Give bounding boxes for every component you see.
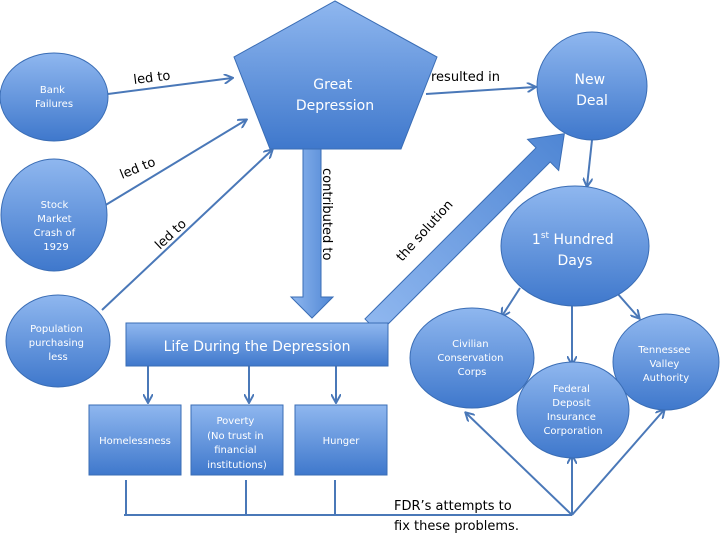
node-new-deal-label: New Deal [575,72,610,109]
node-life-during-depression [125,322,389,367]
node-stock-market-crash [0,158,108,272]
node-population-purchasing [5,294,111,388]
connector-fdr-to-ccc [466,413,573,516]
edge-label-contributed-to: contributed to [319,168,334,260]
node-hunger-label: Hunger [323,436,361,447]
node-poverty-label: Poverty (No trust in financial instituti… [207,416,267,471]
connector-stock-to-depression [103,120,246,207]
node-bank-failures [0,52,109,142]
edge-label-stock-led-to: led to [118,155,158,183]
edge-label-bank-led-to: led to [133,69,172,88]
connector-hundred-days-to-ccc [502,287,521,316]
node-homelessness-label: Homelessness [99,436,171,447]
node-hunger [294,404,388,476]
node-tva-label: Tennessee Valley Authority [637,345,693,384]
the-solution-arrow [364,133,565,334]
connector-bank-to-depression [107,78,232,95]
node-first-hundred-days [500,185,650,307]
node-life-during-depression-label: Life During the Depression [164,339,351,355]
edge-label-resulted-in: resulted in [431,70,500,85]
edge-label-population-led-to: led to [152,217,189,253]
node-ccc-label: Civilian Conservation Corps [437,339,506,378]
contributed-to-arrow [289,148,335,319]
connector-newdeal-to-hundred-days [587,139,593,186]
node-first-hundred-days-label: 1st Hundred Days [532,231,618,269]
connector-hundred-days-to-tva [616,292,639,318]
connector-population-to-depression [101,150,272,311]
node-poverty [190,404,284,476]
node-fdic-label: Federal Deposit Insurance Corporation [543,384,602,437]
node-homelessness [88,404,182,476]
edge-label-fdr-attempts: FDR’s attempts to fix these problems. [394,499,519,534]
node-tennessee-valley-authority [612,313,720,411]
node-new-deal [536,31,648,141]
node-bank-failures-label: Bank Failures [35,85,73,110]
connector-fdr-to-tva [571,410,664,516]
node-great-depression-label: Great Depression [296,77,374,114]
node-population-purchasing-label: Population purchasing less [29,324,87,363]
node-stock-market-crash-label: Stock Market Crash of 1929 [34,200,79,253]
node-fdic [516,361,630,459]
node-great-depression [233,0,438,150]
connector-depression-to-newdeal [425,87,535,95]
node-civilian-conservation-corps [409,307,535,409]
